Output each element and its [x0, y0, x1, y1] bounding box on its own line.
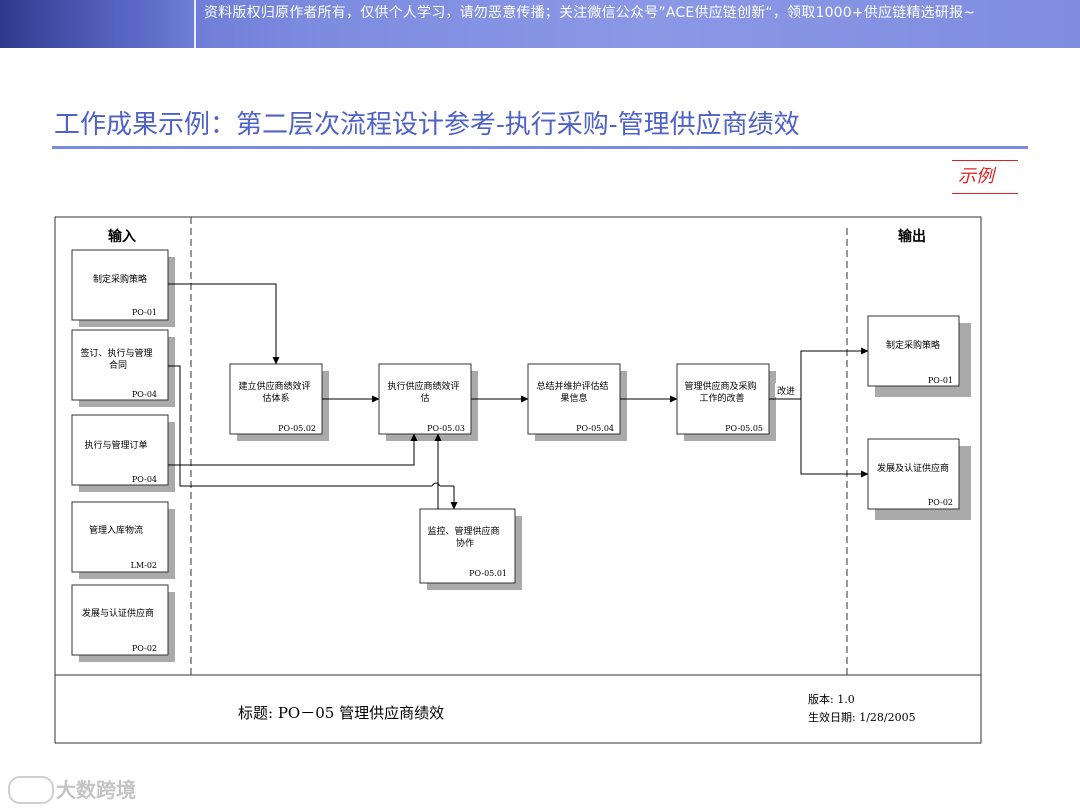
output-label-strategy: 制定采购策略 [886, 339, 940, 351]
process-code-0503: PO-05.03 [427, 424, 465, 433]
input-label-supplier-dev: 发展与认证供应商 [82, 607, 154, 619]
diagram-effective-date: 生效日期: 1/28/2005 [808, 710, 916, 724]
output-box-supplier-dev: 发展及认证供应商 PO-02 [867, 438, 971, 520]
output-header: 输出 [898, 228, 926, 245]
title-underline [52, 146, 1028, 149]
process-code-0505: PO-05.05 [725, 424, 763, 433]
input-code-strategy: PO-01 [132, 308, 157, 317]
process-label-0502: 建立供应商绩效评 估体系 [239, 380, 314, 404]
input-code-order: PO-04 [132, 475, 157, 484]
watermark-logo-icon [8, 776, 54, 804]
input-label-contract-line2: 合同 [109, 359, 127, 371]
input-code-contract: PO-04 [132, 390, 157, 399]
watermark-logo: 大数跨境 [56, 778, 136, 802]
arrow-to-output-strategy [800, 347, 869, 399]
diagram-version: 版本: 1.0 [808, 692, 855, 706]
diagram-footer-title: 标题: PO－05 管理供应商绩效 [238, 704, 444, 722]
arrow-to-output-supplier [800, 399, 869, 478]
example-label: 示例 [958, 166, 994, 187]
process-label-0502-line2: 估体系 [262, 392, 289, 404]
process-label-0505: 管理供应商及采购 工作的改善 [685, 380, 760, 404]
output-code-strategy: PO-01 [928, 376, 953, 385]
input-label-contract: 签订、执行与管理 合同 [81, 347, 156, 371]
process-box-0504: 总结并维护评估结 果信息 PO-05.04 [527, 363, 627, 441]
process-label-0503-line2: 估 [420, 392, 429, 404]
process-label-0501-line2: 协作 [456, 537, 474, 549]
process-box-0501: 监控、管理供应商 协作 PO-05.01 [419, 508, 522, 590]
arrow-strategy-to-0502 [168, 283, 280, 365]
process-code-0502: PO-05.02 [278, 424, 316, 433]
input-code-logistics: LM-02 [131, 561, 157, 570]
input-label-logistics: 管理入库物流 [89, 524, 143, 536]
arrow-order-to-0503 [168, 433, 418, 466]
input-header: 输入 [108, 228, 136, 245]
input-label-order: 执行与管理订单 [84, 439, 147, 451]
process-label-0503-line1: 执行供应商绩效评 [388, 380, 460, 392]
input-box-strategy: 制定采购策略 PO-01 [71, 249, 175, 327]
input-box-order: 执行与管理订单 PO-04 [71, 414, 175, 492]
input-label-strategy: 制定采购策略 [93, 273, 147, 285]
process-label-0504: 总结并维护评估结 果信息 [537, 380, 612, 404]
banner-text: 资料版权归原作者所有，仅供个人学习，请勿恶意传播；关注微信公众号”ACE供应链创… [204, 5, 976, 21]
example-badge [952, 160, 1018, 194]
input-box-logistics: 管理入库物流 LM-02 [71, 501, 175, 579]
banner-decoration [0, 0, 190, 48]
input-label-contract-line1: 签订、执行与管理 [81, 347, 153, 359]
diagram-frame [54, 216, 982, 744]
process-box-0503: 执行供应商绩效评 估 PO-05.03 [378, 363, 478, 441]
input-code-supplier-dev: PO-02 [132, 644, 157, 653]
process-code-0504: PO-05.04 [576, 424, 614, 433]
page-title: 工作成果示例：第二层次流程设计参考-执行采购-管理供应商绩效 [54, 110, 800, 140]
top-banner: 资料版权归原作者所有，仅供个人学习，请勿恶意传播；关注微信公众号”ACE供应链创… [0, 0, 1080, 48]
process-code-0501: PO-05.01 [469, 569, 507, 578]
process-label-0504-line1: 总结并维护评估结 [537, 380, 609, 392]
process-box-0505: 管理供应商及采购 工作的改善 PO-05.05 [676, 363, 776, 441]
process-label-0504-line2: 果信息 [560, 392, 587, 404]
process-label-0501: 监控、管理供应商 协作 [428, 525, 503, 549]
process-box-0502: 建立供应商绩效评 估体系 PO-05.02 [229, 363, 329, 441]
input-box-supplier-dev: 发展与认证供应商 PO-02 [71, 584, 175, 662]
hop-over [431, 482, 441, 487]
input-box-contract: 签订、执行与管理 合同 PO-04 [71, 329, 175, 407]
process-label-0502-line1: 建立供应商绩效评 [239, 380, 311, 392]
output-code-supplier-dev: PO-02 [928, 498, 953, 507]
output-label-supplier-dev: 发展及认证供应商 [877, 462, 949, 474]
process-label-0505-line1: 管理供应商及采购 [685, 380, 757, 392]
process-label-0501-line1: 监控、管理供应商 [428, 525, 500, 537]
improve-label-bg [775, 383, 799, 397]
output-box-strategy: 制定采购策略 PO-01 [867, 315, 971, 397]
banner-divider [194, 0, 196, 48]
process-label-0505-line2: 工作的改善 [699, 392, 744, 404]
process-label-0503: 执行供应商绩效评 估 [388, 380, 463, 404]
connectors [168, 283, 869, 510]
improve-label: 改进 [777, 385, 795, 397]
line-contract-to-flow [168, 365, 432, 487]
